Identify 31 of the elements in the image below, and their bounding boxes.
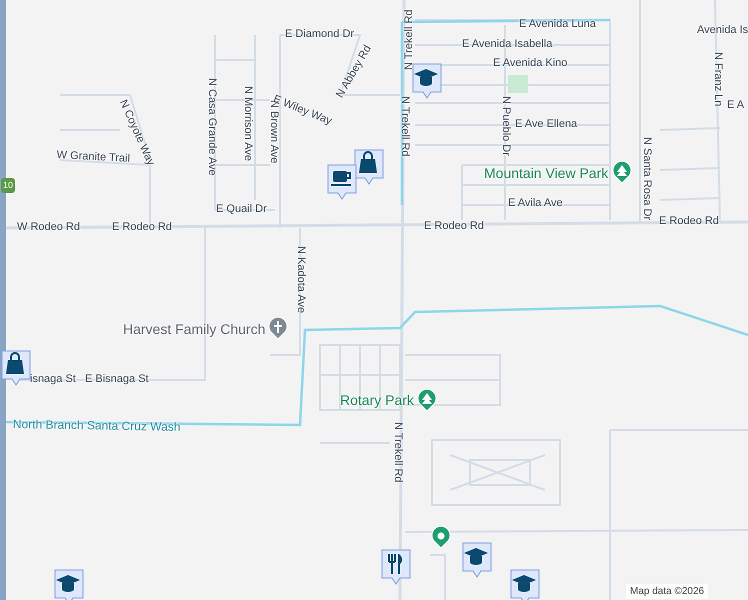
park-label: Rotary Park — [340, 392, 414, 408]
park-label: Mountain View Park — [484, 165, 608, 181]
street-label: E Avenida Luna — [519, 18, 596, 31]
street-label: N Pueblo Dr — [499, 96, 512, 156]
street-label: E Diamond Dr — [285, 28, 354, 41]
street-label: N Kadota Ave — [294, 246, 307, 314]
waterway-label: North Branch Santa Cruz Wash — [12, 417, 181, 434]
street-label: E A — [727, 99, 744, 112]
street-label: E Avenida Isabella — [462, 38, 552, 51]
street-label: W Granite Trail — [56, 149, 130, 166]
street-label: W Rodeo Rd — [17, 221, 80, 234]
street-label: E Bisnaga St — [85, 373, 149, 386]
street-label: E Avila Ave — [508, 197, 563, 210]
street-label: E Ave Ellena — [515, 118, 578, 131]
street-label: E Rodeo Rd — [659, 215, 719, 228]
street-label: Avenida Is — [697, 24, 748, 37]
street-label: N Trekell Rd — [391, 422, 404, 483]
street-label: N Morrison Ave — [241, 86, 254, 161]
street-label: N Trekell Rd — [398, 96, 411, 157]
street-label: N Casa Grande Ave — [205, 78, 218, 176]
street-label: E Rodeo Rd — [112, 221, 172, 234]
street-label: N Santa Rosa Dr — [640, 137, 653, 220]
street-label: E Avenida Kino — [493, 57, 568, 70]
highway-shield: 10 — [1, 178, 16, 193]
street-label: N Franz Ln — [711, 52, 724, 106]
place-label: Harvest Family Church — [123, 321, 266, 337]
street-label: E Quail Dr — [216, 203, 267, 216]
street-label: N Trekell Rd — [403, 9, 416, 70]
street-label: isnaga St — [30, 373, 76, 386]
attribution-text: Map data ©2026 — [626, 584, 708, 599]
street-label: E Rodeo Rd — [424, 220, 484, 233]
